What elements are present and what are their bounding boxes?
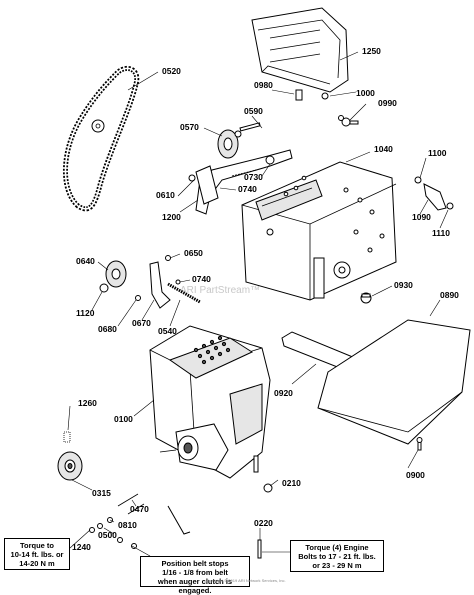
label-1200: 1200 [162,212,181,222]
label-1040: 1040 [374,144,393,154]
label-0810: 0810 [118,520,137,530]
label-0890: 0890 [440,290,459,300]
label-0520: 0520 [162,66,181,76]
torque-note-left-line-1: Torque to [19,541,55,550]
label-0540: 0540 [158,326,177,336]
label-0570: 0570 [180,122,199,132]
label-1100: 1100 [428,148,447,158]
auger-pulley-assembly [99,255,201,309]
label-0990: 0990 [378,98,397,108]
label-1260: 1260 [78,398,97,408]
label-0100: 0100 [114,414,133,424]
label-0650: 0650 [184,248,203,258]
label-0220: 0220 [254,518,273,528]
chute-shield [317,319,471,445]
torque-note-left: Torque to 10-14 ft. lbs. or 14-20 N m [4,538,70,570]
label-0500: 0500 [98,530,117,540]
torque-note-engine-line-3: or 23 - 29 N m [312,561,362,570]
cover-hardware [295,89,359,127]
part-labels: 0520 1250 0980 1000 0990 0590 0570 1040 … [72,46,459,552]
drive-belt [63,66,140,212]
shield-bolt [416,437,423,451]
label-0210: 0210 [282,478,301,488]
belt-stop-note-line-1: Position belt stops [161,559,229,568]
label-1000: 1000 [356,88,375,98]
label-1120: 1120 [76,308,95,318]
frame-bolt [360,292,372,304]
label-0930: 0930 [394,280,413,290]
label-1240: 1240 [72,542,91,552]
label-0740-lower: 0740 [192,274,211,284]
label-0980: 0980 [254,80,273,90]
label-0740-upper: 0740 [238,184,257,194]
label-0680: 0680 [98,324,117,334]
belt-stop-hardware [89,493,262,559]
idler-arm [188,149,293,215]
label-0610: 0610 [156,190,175,200]
label-1110: 1110 [432,228,450,238]
label-0315: 0315 [92,488,111,498]
label-0670: 0670 [132,318,151,328]
label-1090: 1090 [412,212,431,222]
watermark: ARI PartStream™ [180,285,260,296]
copyright-text: Copyright © 2019 ARI Network Services, I… [206,578,286,583]
torque-note-left-line-3: 14-20 N m [19,559,55,568]
leader-lines [67,51,449,557]
belt-stop-note: Position belt stops 1/16 - 1/8 from belt… [140,556,250,595]
idler-pulley [217,122,261,159]
label-0590: 0590 [244,106,263,116]
torque-note-left-line-2: 10-14 ft. lbs. or [10,550,64,559]
label-0900: 0900 [406,470,425,480]
torque-note-engine-line-2: Bolts to 17 - 21 ft. lbs. [298,552,376,561]
belt-cover [251,7,349,93]
label-0470: 0470 [130,504,149,514]
engine [149,325,271,479]
side-bracket [414,176,454,211]
label-1250: 1250 [362,46,381,56]
belt-stop-note-line-2: 1/16 - 1/8 from belt [162,568,228,577]
label-0640: 0640 [76,256,95,266]
auger-frame [241,161,397,301]
engine-pulley [57,431,83,481]
torque-note-engine: Torque (4) Engine Bolts to 17 - 21 ft. l… [290,540,384,572]
label-0730: 0730 [244,172,263,182]
label-0920: 0920 [274,388,293,398]
torque-note-engine-line-1: Torque (4) Engine [305,543,369,552]
